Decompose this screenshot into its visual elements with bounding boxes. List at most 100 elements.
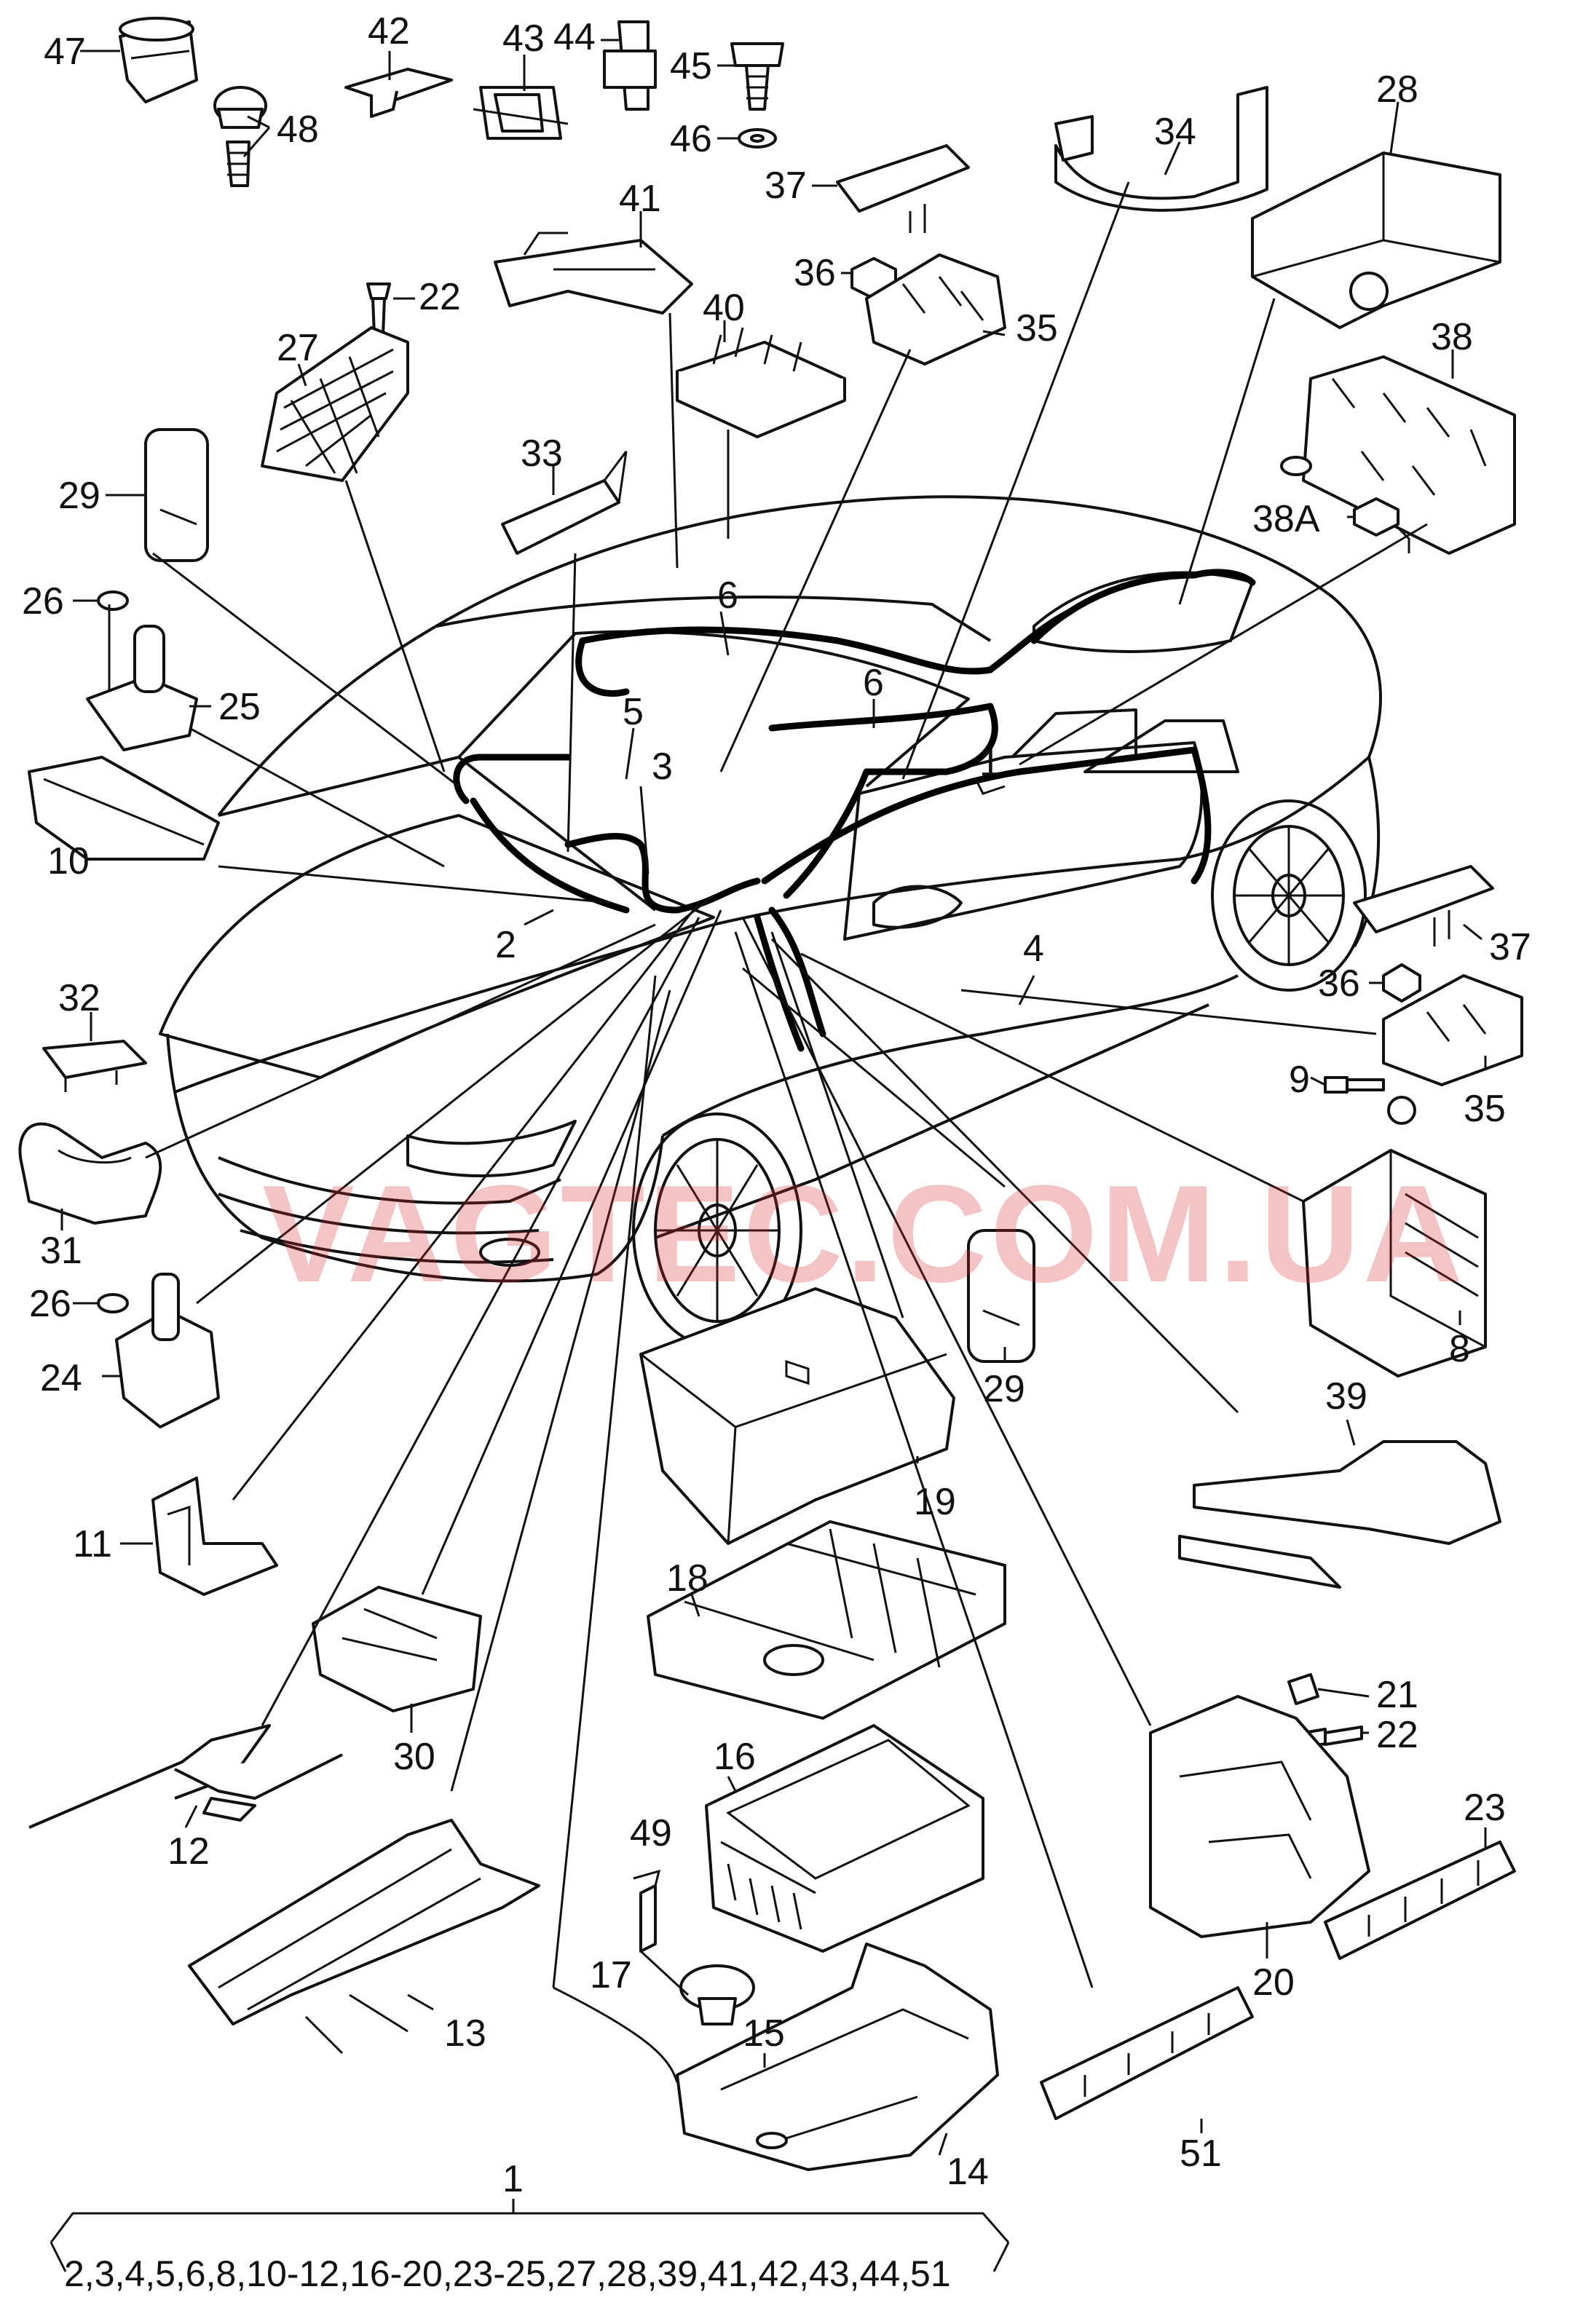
footer-group-number: 1 — [502, 2158, 524, 2200]
label-37-right: 37 — [1489, 926, 1531, 968]
part-49-contact — [639, 1884, 657, 1953]
label-33: 33 — [521, 432, 563, 475]
part-39-bracket — [1178, 1440, 1501, 1589]
label-49: 49 — [630, 1812, 672, 1854]
part-37-cover-top — [836, 144, 970, 233]
part-27-mesh-cover — [261, 326, 409, 482]
part-48-bolt-cap — [213, 86, 267, 187]
part-40-relay-plate — [676, 327, 846, 438]
part-51-connector-strip — [1040, 1986, 1254, 2120]
label-5: 5 — [623, 691, 644, 733]
footer-group-members: 2,3,4,5,6,8,10-12,16-20,23-25,27,28,39,4… — [64, 2253, 951, 2294]
label-14: 14 — [947, 2151, 989, 2193]
label-46: 46 — [670, 118, 712, 160]
label-26-bottom: 26 — [29, 1283, 71, 1325]
part-22-screw-top — [366, 282, 391, 336]
label-18: 18 — [666, 1557, 708, 1600]
part-26-nut-bottom — [97, 1293, 129, 1313]
part-24-sensor — [115, 1273, 220, 1428]
label-20: 20 — [1252, 1961, 1295, 2004]
callout-labels: 47 48 42 43 44 45 46 37 34 28 41 36 35 4… — [22, 10, 1531, 2193]
label-15: 15 — [743, 2012, 785, 2055]
label-21: 21 — [1376, 1674, 1418, 1716]
part-38a-nut — [1353, 497, 1399, 537]
label-22-top: 22 — [419, 276, 461, 318]
part-32-cap — [42, 1040, 147, 1092]
part-28-control-unit — [1251, 151, 1501, 329]
label-35-right: 35 — [1464, 1088, 1506, 1130]
label-29-bottom: 29 — [983, 1368, 1025, 1410]
label-12: 12 — [167, 1830, 210, 1873]
label-1-car: 1 — [979, 742, 1000, 784]
footer-group: 1 2,3,4,5,6,8,10-12,16-20,23-25,27,28,39… — [50, 2158, 1010, 2294]
part-11-bracket — [151, 1477, 278, 1596]
label-34: 34 — [1154, 111, 1196, 153]
label-32: 32 — [58, 977, 100, 1019]
label-36-top: 36 — [794, 252, 836, 294]
part-16-fuse-box-housing — [705, 1724, 984, 1953]
label-41: 41 — [619, 178, 661, 220]
label-22-right: 22 — [1376, 1714, 1418, 1756]
wiring-harness — [453, 569, 1256, 1052]
part-38-relay-carrier — [1280, 355, 1516, 555]
part-45-screw — [730, 42, 784, 111]
car-body-outline — [159, 495, 1382, 1283]
part-10-cable-duct — [28, 756, 220, 861]
part-29-cover-top — [144, 428, 209, 562]
part-43-clip — [473, 86, 569, 140]
part-42-clip — [344, 68, 453, 118]
label-37-top: 37 — [765, 165, 807, 207]
label-4: 4 — [1023, 928, 1044, 970]
label-9: 9 — [1289, 1059, 1310, 1101]
label-25: 25 — [218, 686, 261, 728]
label-29-top: 29 — [58, 475, 100, 517]
rear-wheel — [1211, 799, 1367, 992]
label-2: 2 — [495, 924, 516, 966]
part-41-harness-guide — [494, 232, 693, 315]
part-14-bracket — [676, 1942, 999, 2171]
label-31: 31 — [40, 1230, 82, 1272]
label-27: 27 — [277, 327, 319, 369]
label-28: 28 — [1376, 68, 1418, 111]
part-44-clip — [603, 20, 657, 111]
part-19-fuse-box-cover — [639, 1287, 955, 1545]
label-8: 8 — [1449, 1328, 1470, 1370]
label-24: 24 — [40, 1357, 82, 1399]
label-11: 11 — [73, 1523, 112, 1565]
label-35-top: 35 — [1016, 307, 1058, 349]
leader-lines — [60, 39, 1487, 2156]
part-35-relay-carrier-right — [1382, 974, 1523, 1086]
part-20-bracket — [1149, 1695, 1370, 1938]
label-43: 43 — [502, 17, 545, 60]
label-51: 51 — [1180, 2133, 1222, 2175]
label-40: 40 — [703, 287, 745, 329]
label-26-top: 26 — [22, 580, 64, 622]
part-18-fuse-carrier — [647, 1520, 1006, 1720]
part-36-nut-right — [1382, 963, 1421, 1003]
part-35-relay-carrier-top — [865, 253, 1006, 365]
label-17: 17 — [590, 1954, 632, 1996]
label-23: 23 — [1464, 1787, 1506, 1829]
part-17-grommet — [679, 1964, 755, 2025]
part-46-washer — [738, 128, 777, 149]
part-33-holder — [501, 451, 628, 555]
part-37-cover-right — [1353, 865, 1494, 946]
label-39: 39 — [1325, 1375, 1367, 1418]
part-47-grommet — [119, 17, 198, 103]
label-30: 30 — [393, 1736, 435, 1778]
part-21-clip — [1287, 1673, 1319, 1705]
label-19: 19 — [914, 1481, 956, 1523]
label-44: 44 — [553, 16, 596, 58]
part-30-bracket — [312, 1586, 482, 1712]
part-12-cable-tie — [28, 1724, 343, 1829]
label-16: 16 — [714, 1736, 756, 1778]
label-36-right: 36 — [1318, 963, 1360, 1005]
part-25-sensor — [86, 604, 198, 751]
label-42: 42 — [368, 10, 410, 52]
label-6-rear: 6 — [863, 662, 884, 704]
part-26-nut-top — [97, 590, 129, 611]
part-8-control-unit — [1302, 1096, 1487, 1378]
part-29-cover-bottom — [967, 1229, 1035, 1363]
part-34-bracket — [1054, 86, 1268, 212]
